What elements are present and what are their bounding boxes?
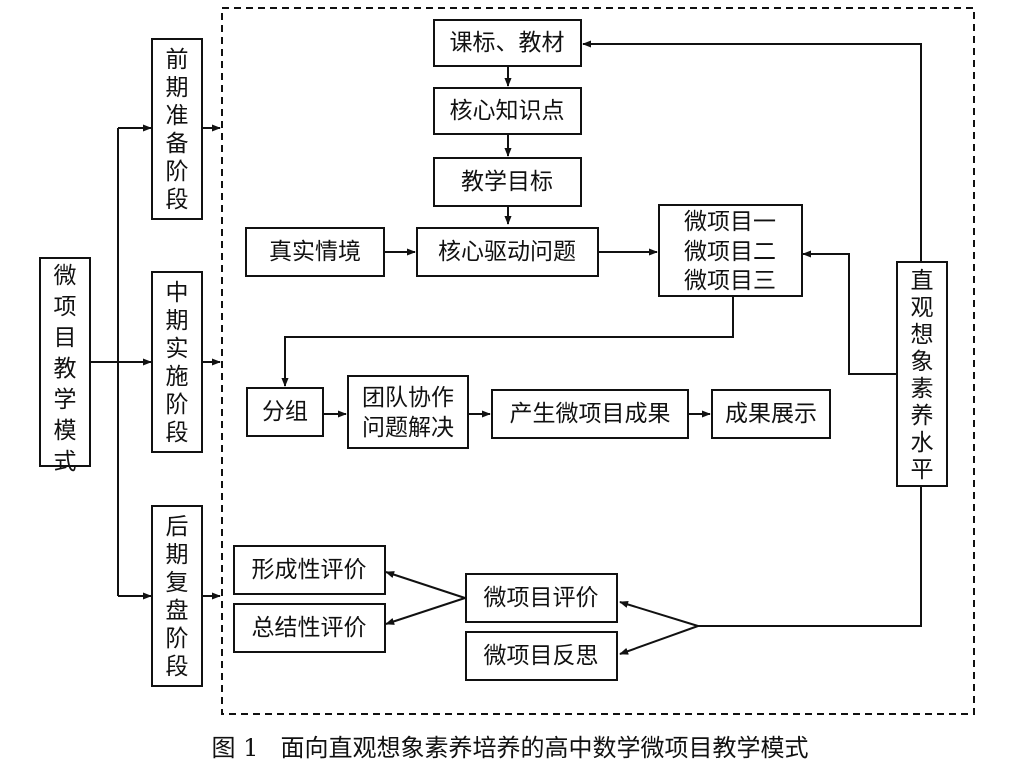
driving-question-box: 核心驱动问题 [416, 227, 599, 277]
stage-mid-box: 中期实施阶段 [151, 271, 203, 453]
figure-number: 图 1 [211, 734, 259, 762]
curriculum-label: 课标、教材 [450, 30, 565, 56]
knowledge-label: 核心知识点 [450, 98, 565, 124]
situation-box: 真实情境 [245, 227, 385, 277]
stage-prep-box: 前期准备阶段 [151, 38, 203, 220]
literacy-label: 直观想象素养水平 [911, 268, 934, 483]
main-mode-label: 微项目教学模式 [54, 263, 77, 475]
reflection-label: 微项目反思 [484, 643, 599, 669]
implementation-frame [221, 7, 975, 715]
literacy-box: 直观想象素养水平 [896, 261, 948, 487]
evaluation-box: 微项目评价 [465, 573, 618, 623]
formative-label: 形成性评价 [252, 557, 367, 583]
stage-prep-label: 前期准备阶段 [166, 47, 189, 213]
reflection-box: 微项目反思 [465, 631, 618, 681]
evaluation-label: 微项目评价 [484, 585, 599, 611]
figure-caption: 图 1 面向直观想象素养培养的高中数学微项目教学模式 [0, 728, 1020, 763]
main-mode-box: 微项目教学模式 [39, 257, 91, 475]
result-label: 产生微项目成果 [510, 401, 671, 427]
project-3-label: 微项目三 [684, 268, 776, 294]
knowledge-box: 核心知识点 [433, 87, 582, 135]
project-1-label: 微项目一 [684, 209, 776, 235]
connectors [90, 40, 922, 655]
team-line1-label: 团队协作 [362, 385, 454, 411]
figure-title: 面向直观想象素养培养的高中数学微项目教学模式 [280, 734, 809, 762]
summative-box: 总结性评价 [233, 603, 386, 653]
team-line2-label: 问题解决 [362, 415, 454, 441]
goal-label: 教学目标 [461, 169, 553, 195]
stage-late-box: 后期复盘阶段 [151, 505, 203, 687]
goal-box: 教学目标 [433, 157, 582, 207]
project-2-label: 微项目二 [684, 239, 776, 265]
curriculum-box: 课标、教材 [433, 19, 582, 67]
showcase-label: 成果展示 [725, 401, 817, 427]
grouping-box: 分组 [246, 387, 324, 437]
team-box: 团队协作 问题解决 [347, 375, 469, 449]
projects-box: 微项目一 微项目二 微项目三 [658, 204, 803, 297]
situation-label: 真实情境 [269, 239, 361, 265]
grouping-label: 分组 [262, 399, 308, 425]
showcase-box: 成果展示 [711, 389, 831, 439]
result-box: 产生微项目成果 [491, 389, 689, 439]
summative-label: 总结性评价 [252, 615, 367, 641]
formative-box: 形成性评价 [233, 545, 386, 595]
driving-question-label: 核心驱动问题 [438, 239, 576, 265]
stage-mid-label: 中期实施阶段 [166, 280, 189, 446]
stage-late-label: 后期复盘阶段 [166, 514, 189, 680]
